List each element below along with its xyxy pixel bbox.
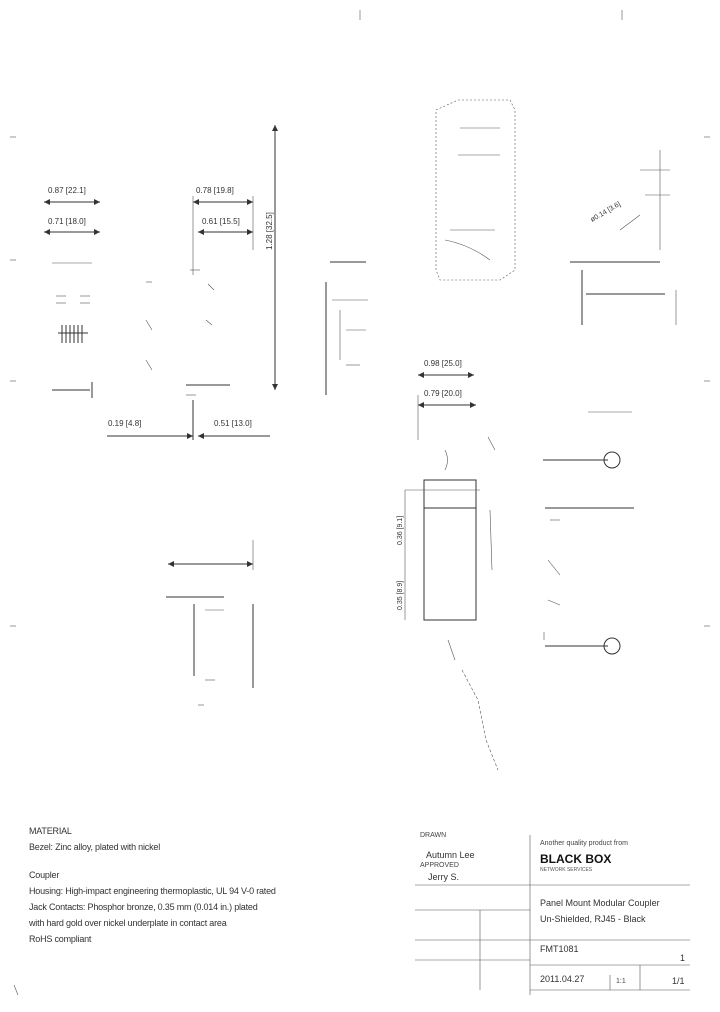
side-profile: [325, 261, 368, 395]
dim-d11: 0.35 [8.9]: [397, 581, 404, 610]
description-line2: Un-Shielded, RJ45 - Black: [540, 914, 646, 924]
dim-d8: 0.98 [25.0]: [424, 359, 462, 368]
coupler-heading: Coupler: [29, 870, 60, 880]
dim-d7: 0.51 [13.0]: [214, 419, 252, 428]
detail-right-upper: ø0.14 [3.6]: [570, 150, 677, 325]
approved-label: APPROVED: [420, 862, 459, 869]
company-logo: BLACK BOX: [540, 852, 612, 866]
material-plating: with hard gold over nickel underplate in…: [29, 918, 227, 928]
drawing-date: 2011.04.27: [540, 974, 585, 984]
description-line1: Panel Mount Modular Coupler: [540, 898, 660, 908]
revision: 1: [680, 953, 686, 963]
tagline: Another quality product from: [540, 840, 628, 847]
sheet-border-ticks: [10, 10, 710, 996]
dim-d3: 0.78 [19.8]: [196, 186, 234, 195]
panel-cutout: [166, 540, 254, 706]
dim-d12: ø0.14 [3.6]: [590, 201, 623, 224]
dim-d9: 0.79 [20.0]: [424, 389, 462, 398]
dim-d10: 0.36 [9.1]: [397, 516, 404, 545]
company-sub: NETWORK SERVICES: [540, 867, 593, 873]
material-bezel: Bezel: Zinc alloy, plated with nickel: [29, 842, 160, 852]
rohs-note: RoHS compliant: [29, 934, 92, 944]
part-number: FMT1081: [540, 944, 579, 954]
dim-d2: 0.71 [18.0]: [48, 217, 86, 226]
isometric-view: [435, 99, 516, 281]
dim-d1: 0.87 [22.1]: [48, 186, 86, 195]
material-contacts: Jack Contacts: Phosphor bronze, 0.35 mm …: [29, 902, 258, 912]
sheet-number: 1/1: [672, 976, 685, 986]
side-view-center: 0.78 [19.8] 0.61 [15.5] 0.19 [4.8] 0.51 …: [107, 125, 278, 440]
scale-label: 1:1: [616, 978, 626, 985]
dim-d6: 0.19 [4.8]: [108, 419, 141, 428]
approved-by: Jerry S.: [428, 872, 460, 882]
front-view-left: 0.87 [22.1] 0.71 [18.0]: [44, 186, 100, 398]
material-housing: Housing: High-impact engineering thermop…: [29, 886, 276, 896]
detail-right-lower: [543, 411, 634, 655]
dim-d4: 0.61 [15.5]: [202, 217, 240, 226]
drawn-by: Autumn Lee: [426, 850, 475, 860]
front-view-middle: 0.98 [25.0] 0.79 [20.0] 0.36 [9.1] 0.35 …: [397, 359, 499, 771]
title-block: [415, 835, 690, 995]
material-heading: MATERIAL: [29, 826, 72, 836]
dim-d5: 1.28 [32.5]: [265, 212, 274, 250]
contact-pins: [58, 325, 88, 343]
drawn-label: DRAWN: [420, 832, 447, 839]
